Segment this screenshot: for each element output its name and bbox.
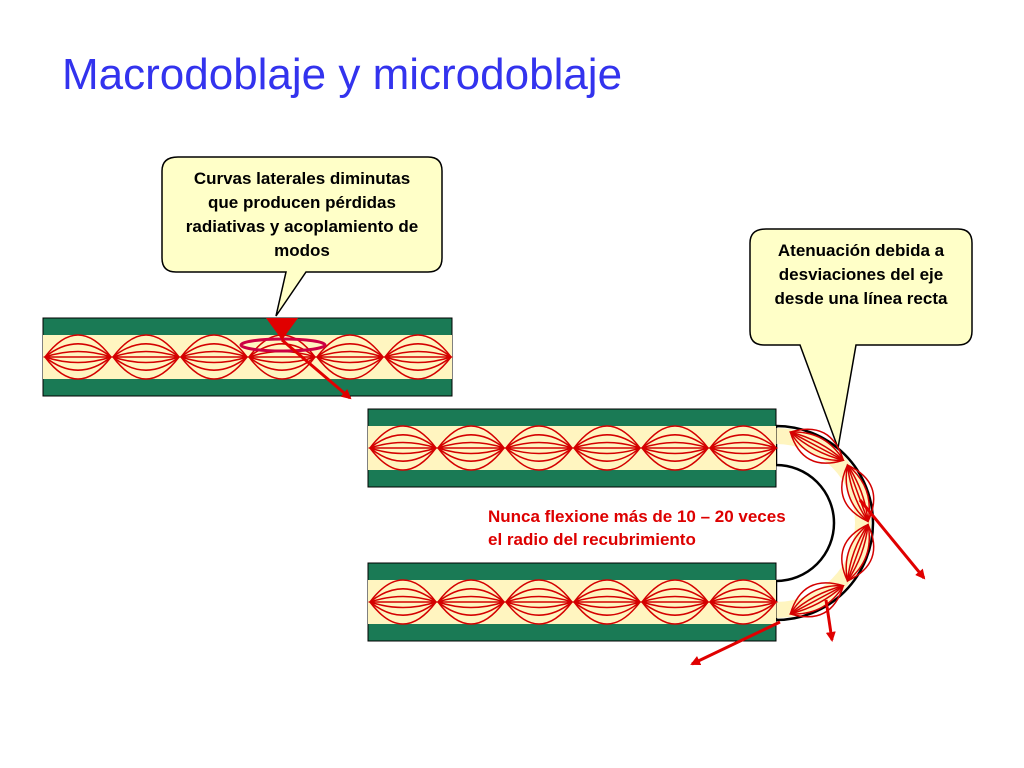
mode-bundle [789, 582, 845, 618]
mode-bundle-bend [789, 428, 845, 464]
fiber-bent-macro [367, 408, 875, 642]
mode-bundle [841, 463, 875, 523]
fiber-straight-micro [42, 317, 454, 397]
loss-ray-bend-3 [690, 620, 781, 666]
loss-ray-micro [281, 338, 352, 400]
mode-bundle-bend [789, 582, 845, 618]
callout-micro-bubble [161, 156, 443, 317]
mode-bundle-bend [841, 523, 875, 583]
mode-bundle [841, 523, 875, 583]
slide-title: Macrodoblaje y microdoblaje [62, 50, 623, 99]
loss-ray-bend-1 [858, 499, 926, 580]
loss-ray-bend-2 [824, 599, 836, 642]
mode-bundle [382, 334, 454, 380]
mode-bundle [707, 579, 779, 625]
callout-micro-text: Curvas laterales diminutas que producen … [185, 169, 419, 260]
microbend-arrow-marker [266, 318, 298, 340]
bend-radius-warning: Nunca flexione más de 10 – 20 veces el r… [488, 507, 786, 549]
mode-bundle [707, 425, 779, 471]
modes-fiber-2 [367, 425, 779, 625]
mode-bundle [789, 428, 845, 464]
modes-bend [789, 428, 875, 618]
callout-macro-text: Atenuación debida a desviaciones del eje… [774, 241, 948, 308]
callout-macro-bubble [749, 228, 973, 451]
mode-bundle-bend [841, 463, 875, 523]
